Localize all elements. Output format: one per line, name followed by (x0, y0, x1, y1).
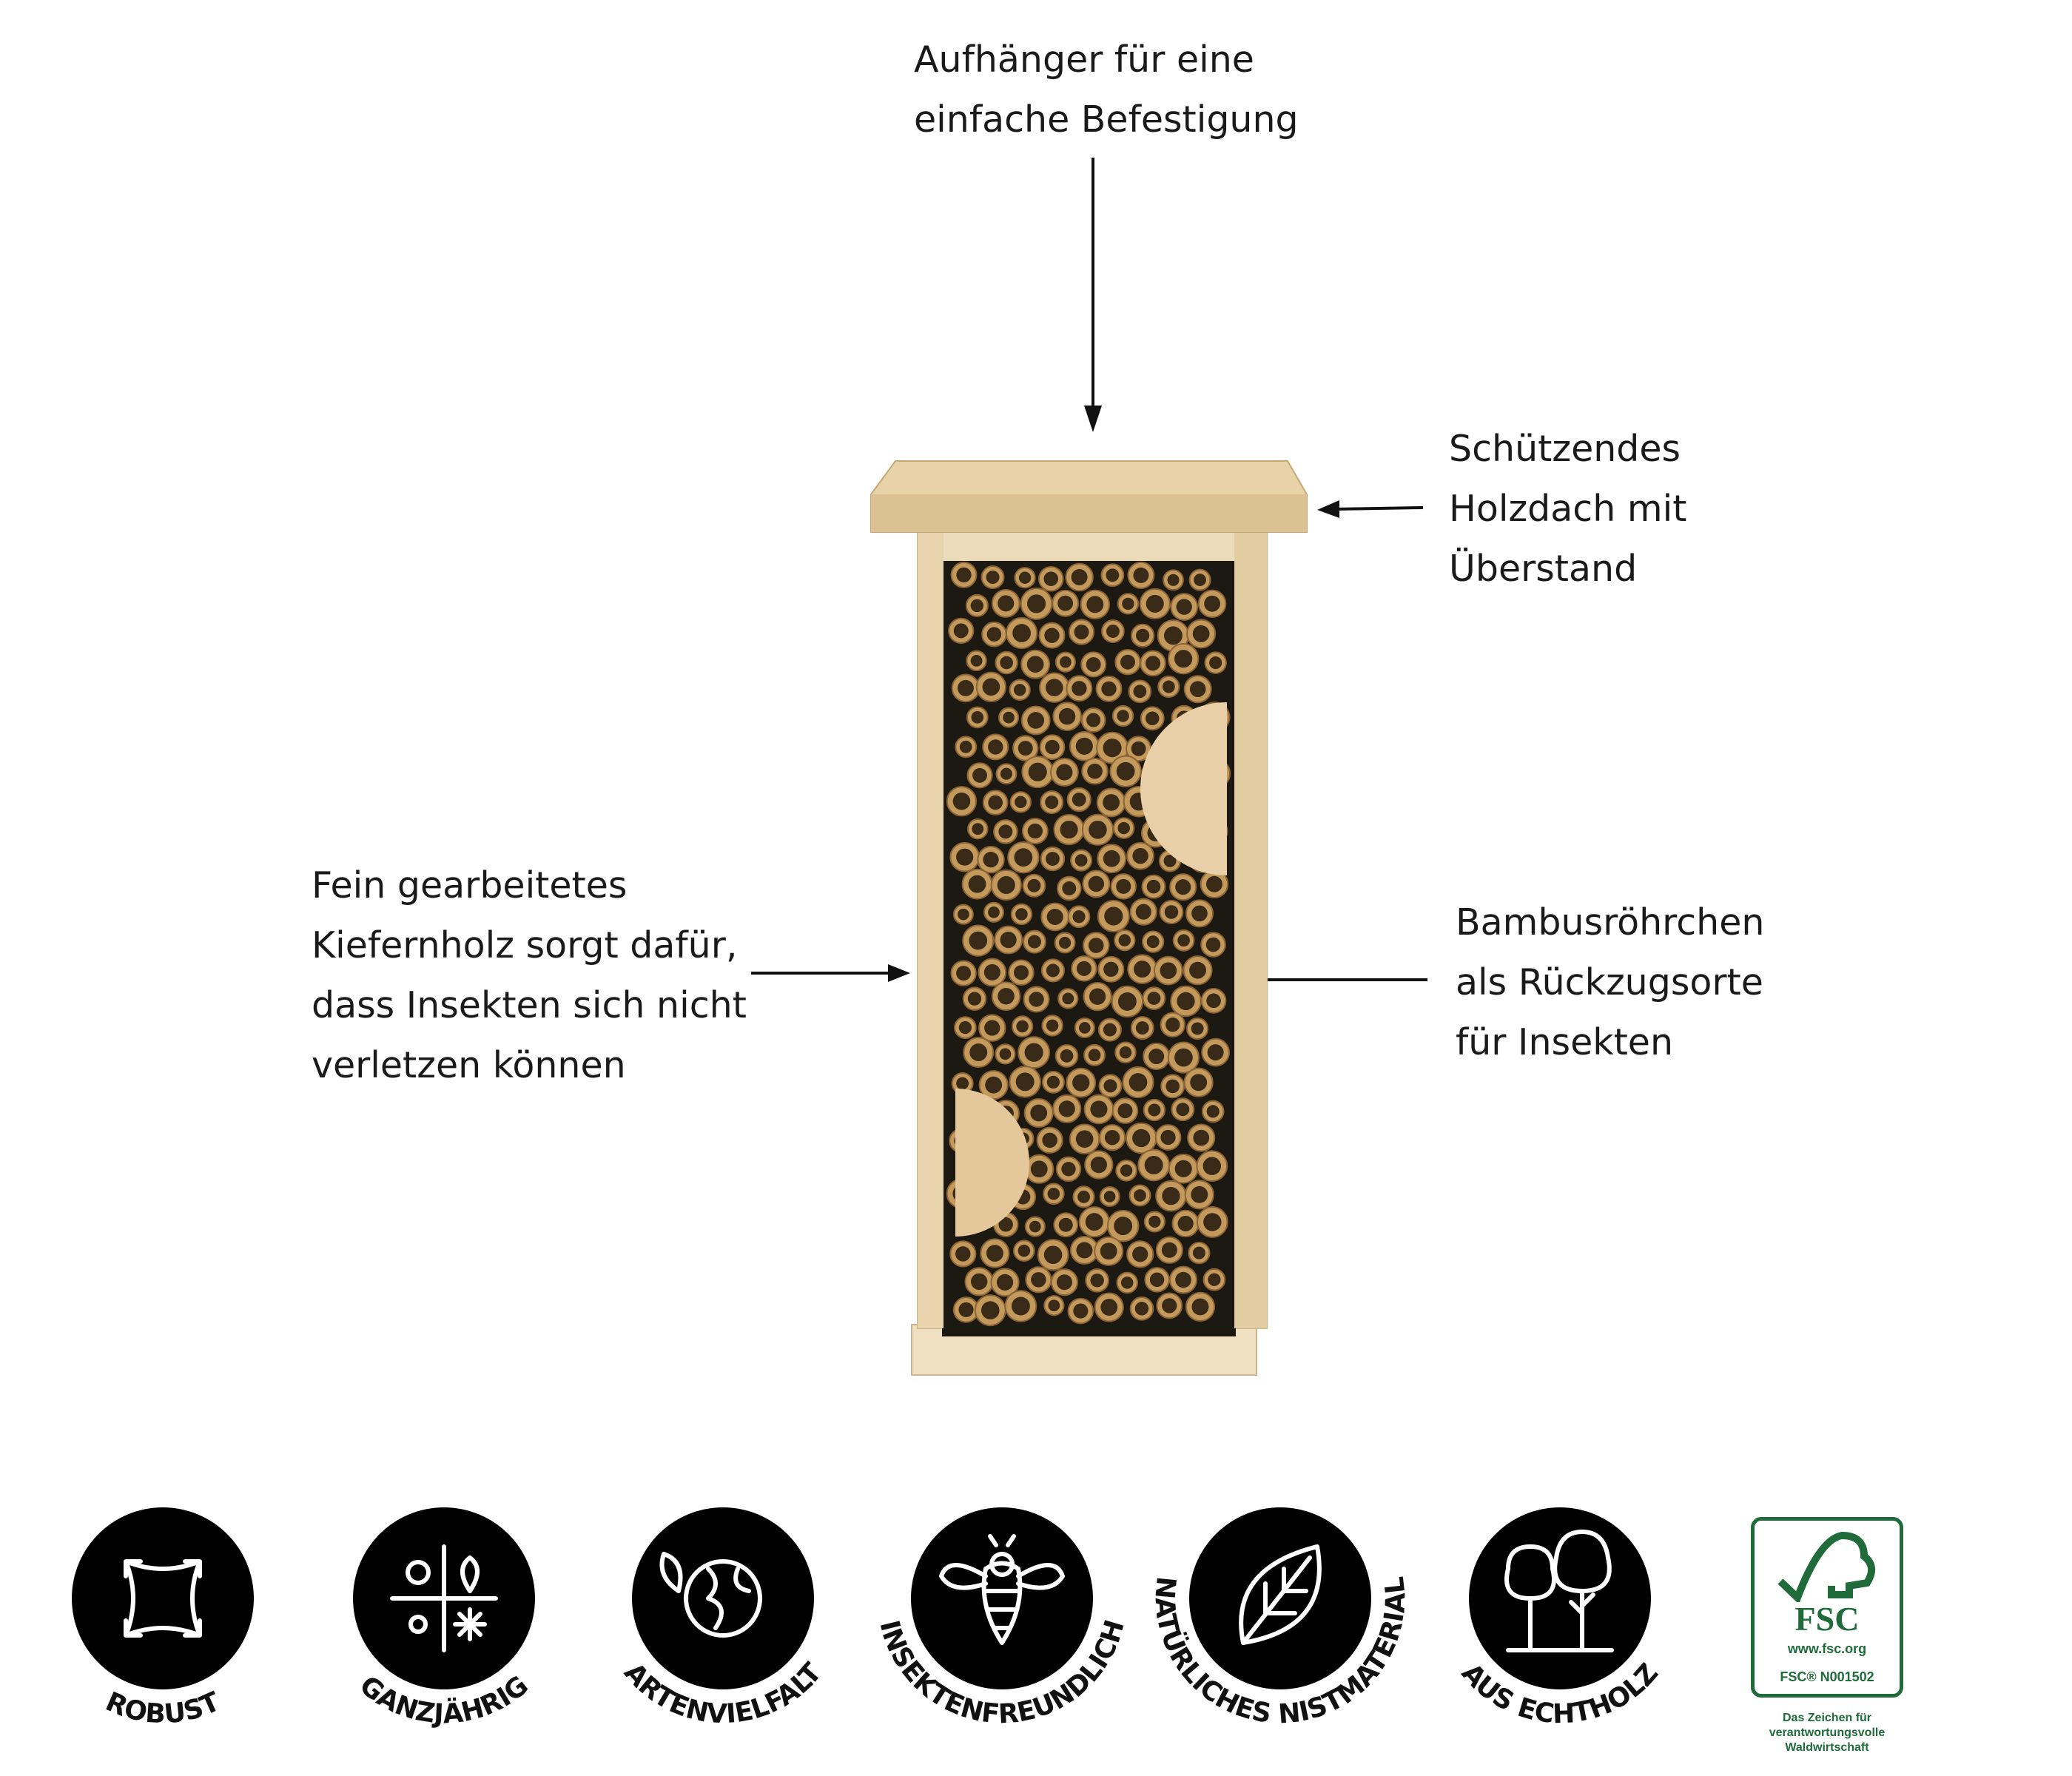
fsc-tree-check-icon (1777, 1531, 1875, 1602)
badge-circle (72, 1507, 254, 1689)
feature-badge: GANZJÄHRIG (353, 1507, 535, 1730)
leaf-icon (1239, 1544, 1322, 1645)
insect-hotel (870, 460, 1308, 1376)
callout-roof: Schützendes Holzdach mit Überstand (1449, 428, 1687, 590)
fsc-url: www.fsc.org (1787, 1641, 1867, 1656)
four-seasons-icon (390, 1544, 498, 1652)
wood-disc-bee-logo (1140, 702, 1227, 875)
expand-arrows-icon (124, 1559, 202, 1638)
badge-circle (1469, 1507, 1651, 1689)
badge-circle (632, 1507, 814, 1689)
fsc-wordmark: FSC (1794, 1600, 1860, 1638)
fsc-license: FSC® N001502 (1780, 1669, 1874, 1684)
fsc-logo: FSC www.fsc.org FSC® N001502 (1751, 1517, 1903, 1698)
wood-disc-bee-logo (955, 1089, 1029, 1237)
feature-badge: INSEKTENFREUNDLICH (873, 1507, 1131, 1730)
feature-badge: NATÜRLICHES NISTMATERIAL (1148, 1507, 1411, 1730)
callout-hanger: Aufhänger für eine einfache Befestigung (914, 38, 1299, 141)
callout-pine-wood: Fein gearbeitetes Kiefernholz sorgt dafü… (312, 864, 747, 1086)
arrow-roof (1335, 506, 1424, 511)
feature-label: ROBUST (101, 1686, 225, 1730)
trees-icon (1504, 1530, 1614, 1652)
feature-badge: ARTENVIELFALT (618, 1507, 828, 1729)
feature-badge: ROBUST (72, 1507, 254, 1730)
fsc-tagline: Das Zeichen für verantwortungsvolle Wald… (1769, 1712, 1886, 1754)
callout-bamboo: Bambusröhrchen als Rückzugsorte für Inse… (1456, 901, 1765, 1063)
badge-circle (911, 1507, 1093, 1689)
globe-leaf-icon (659, 1552, 762, 1638)
bee-icon (939, 1534, 1065, 1645)
feature-badge: AUS ECHTHOLZ (1456, 1507, 1664, 1729)
